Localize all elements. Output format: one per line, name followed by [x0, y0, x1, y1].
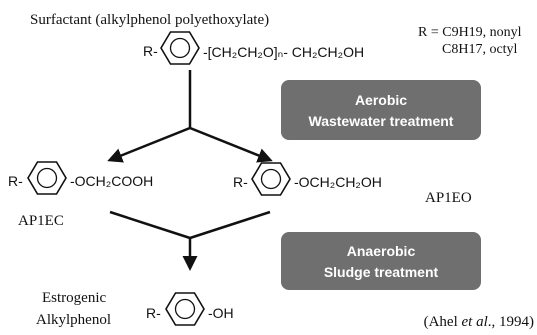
estrogenic-label-line1: Estrogenic [42, 290, 106, 306]
ap1eo-label: AP1EO [425, 190, 472, 206]
anaerobic-box: Anaerobic Sludge treatment [281, 232, 481, 290]
estrogenic-benzene-ring-icon [165, 292, 205, 326]
merge-arrows [109, 210, 271, 271]
estrogenic-label-line2: Alkylphenol [36, 312, 111, 328]
estrogenic-chain: -OH [208, 305, 234, 321]
ap1ec-compound: R- -OCH₂COOH AP1EC [8, 161, 153, 229]
parent-r-group: R- [143, 43, 158, 59]
ap1ec-benzene-ring-icon [27, 161, 67, 195]
citation-close: ., 1994) [488, 314, 534, 330]
anaerobic-box-line1: Anaerobic [347, 243, 416, 259]
citation-open: (Ahel [424, 314, 462, 330]
ap1eo-compound: R- -OCH₂CH₂OH AP1EO [233, 162, 472, 206]
estrogenic-r-group: R- [146, 305, 161, 321]
ap1ec-chain: -OCH₂COOH [70, 173, 153, 189]
ap1eo-chain: -OCH₂CH₂OH [294, 174, 382, 190]
citation: (Ahel et al., 1994) [424, 314, 534, 330]
r-definition-line2: C8H17, octyl [442, 42, 518, 57]
merge-from-ap1ec [109, 210, 191, 240]
fork-arrows [107, 70, 273, 163]
aerobic-box: Aerobic Wastewater treatment [281, 80, 481, 140]
ap1eo-r-group: R- [233, 174, 248, 190]
r-definition-line1: R = C9H19, nonyl [418, 25, 522, 40]
ap1eo-benzene-ring-icon [251, 162, 291, 196]
ap1ec-r-group: R- [8, 173, 23, 189]
aerobic-box-line1: Aerobic [355, 92, 407, 108]
estrogenic-compound: Estrogenic Alkylphenol R- -OH [36, 290, 234, 328]
parent-ethoxylate-chain: -[CH₂CH₂O]ₙ- CH₂CH₂OH [203, 44, 364, 60]
anaerobic-box-line2: Sludge treatment [324, 264, 439, 280]
surfactant-title: Surfactant (alkylphenol polyethoxylate) [30, 12, 269, 28]
arrow-to-ap1ec [107, 126, 191, 163]
parent-compound: R- -[CH₂CH₂O]ₙ- CH₂CH₂OH [143, 31, 364, 65]
ap1ec-label: AP1EC [18, 213, 64, 229]
arrow-to-ap1eo [189, 126, 273, 163]
parent-benzene-ring-icon [160, 31, 200, 65]
aerobic-box-line2: Wastewater treatment [309, 113, 454, 129]
citation-etal: et al [462, 314, 488, 330]
merge-from-ap1eo [189, 210, 271, 240]
